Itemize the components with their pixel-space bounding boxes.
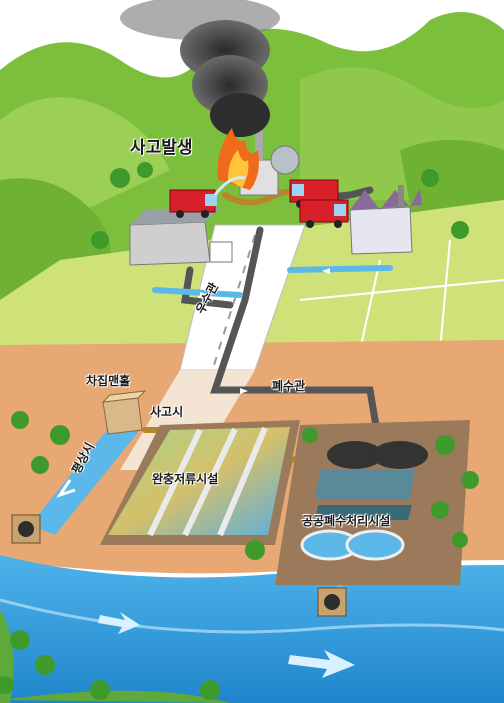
factory-icon: [349, 185, 422, 255]
outlet-pipe-icon: [11, 514, 347, 617]
arrow-icon: [288, 650, 355, 678]
flow-arrows: [98, 612, 355, 678]
collection-manhole: [101, 390, 147, 435]
label-collection-manhole: 차집맨홀: [86, 374, 131, 388]
fire-truck-icon: [299, 199, 349, 228]
buffer-storage-facility: [100, 420, 300, 545]
field-lines: [299, 239, 504, 351]
label-on-accident: 사고시: [150, 405, 184, 419]
smoke-icon: [120, 0, 280, 137]
label-buffer-storage: 완충저류시설: [152, 472, 219, 486]
public-treatment-facility: [275, 420, 470, 585]
factory-icon: [129, 208, 233, 266]
river: [0, 555, 504, 703]
arrow-icon: [200, 292, 208, 298]
arrow-icon: [240, 388, 248, 394]
label-public-treatment: 공공폐수처리시설: [302, 514, 391, 528]
normal-channel: [30, 420, 140, 535]
fire-truck-icon: [289, 179, 339, 208]
arrow-icon: [98, 612, 140, 634]
label-waste-pipe: 폐수관: [272, 379, 306, 393]
tree-icon: [0, 162, 479, 700]
fire-truck-icon: [169, 189, 217, 218]
arrow-icon: [56, 479, 76, 498]
label-accident: 사고발생: [130, 138, 193, 158]
arrow-icon: [322, 268, 330, 274]
